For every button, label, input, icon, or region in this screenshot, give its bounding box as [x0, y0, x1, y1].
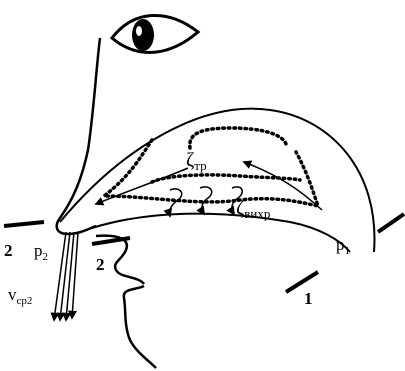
- section-line-right: [378, 214, 404, 232]
- nasal-cavity-outer: [60, 109, 374, 252]
- eye-icon: [112, 15, 198, 52]
- outflow-arrows: [54, 232, 78, 320]
- section-line-1: [286, 272, 318, 292]
- nasal-cavity-floor: [92, 214, 350, 252]
- zeta-vikhr-label: ζвихр: [236, 197, 270, 221]
- p1-label: p1: [336, 235, 350, 257]
- dotted-top-loop: [190, 128, 286, 148]
- zeta-tr-label: ζтр: [186, 149, 207, 173]
- vortex-arrow-1: [169, 189, 181, 216]
- p2-label: p2: [34, 241, 48, 263]
- section-2-left-label: 2: [4, 241, 13, 260]
- nose-profile-line: [60, 38, 100, 218]
- lower-lip-profile: [124, 286, 156, 368]
- section-1-label: 1: [304, 289, 313, 308]
- dotted-middle-loop: [152, 175, 300, 182]
- v-cp2-label: vср2: [8, 285, 32, 307]
- section-2-right-label: 2: [96, 255, 105, 274]
- section-line-2-left: [4, 222, 44, 226]
